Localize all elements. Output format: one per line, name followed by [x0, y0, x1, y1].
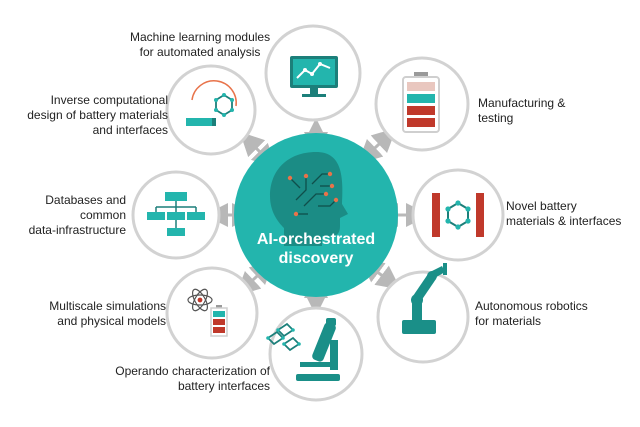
node-inverse-ring — [165, 64, 257, 156]
label-ml: Machine learning modules for automated a… — [130, 30, 270, 60]
label-operando: Operando characterization of battery int… — [115, 364, 270, 394]
monitor-chart-icon — [290, 56, 338, 97]
microscope-icon — [266, 318, 340, 381]
label-manufacturing-line-1: Manufacturing & — [478, 96, 566, 110]
label-databases-line-1: Databases and — [45, 193, 126, 207]
label-simulations-line-2: and physical models — [57, 314, 166, 328]
label-robotics: Autonomous robotics for materials — [475, 299, 588, 329]
molecule-electrodes-icon — [432, 193, 484, 237]
label-operando-line-1: Operando characterization of — [115, 364, 270, 378]
inverse-design-icon — [186, 80, 237, 126]
label-databases-line-3: data-infrastructure — [28, 223, 126, 237]
label-inverse-line-3: and interfaces — [92, 123, 168, 137]
central-hub — [234, 133, 398, 297]
robot-arm-icon — [402, 263, 447, 334]
label-simulations: Multiscale simulations and physical mode… — [49, 299, 166, 329]
label-manufacturing: Manufacturing & testing — [478, 96, 565, 126]
label-ml-line-2: for automated analysis — [139, 45, 261, 59]
center-title-line-1: AI-orchestrated — [256, 231, 376, 248]
database-tree-icon — [147, 192, 205, 236]
circuit-nodes — [287, 171, 339, 217]
label-databases: Databases and common data-infrastructure — [29, 193, 126, 238]
label-inverse: Inverse computational design of battery … — [27, 93, 168, 138]
label-robotics-line-1: Autonomous robotics — [475, 299, 588, 313]
label-databases-line-2: common — [79, 208, 126, 222]
label-materials-line-2: materials & interfaces — [506, 214, 622, 228]
label-operando-line-2: battery interfaces — [177, 379, 270, 393]
label-materials-line-1: Novel battery — [506, 199, 577, 213]
label-simulations-line-1: Multiscale simulations — [49, 299, 166, 313]
label-inverse-line-2: design of battery materials — [27, 108, 168, 122]
label-ml-line-1: Machine learning modules — [130, 30, 271, 44]
label-manufacturing-line-2: testing — [478, 111, 514, 125]
center-title-line-2: discovery — [278, 250, 354, 267]
node-robotics-ring — [376, 270, 470, 364]
label-materials: Novel battery materials & interfaces — [506, 199, 621, 229]
battery-icon — [402, 72, 440, 133]
atom-battery-icon — [187, 288, 228, 337]
label-inverse-line-1: Inverse computational — [50, 93, 168, 107]
label-robotics-line-2: for materials — [475, 314, 542, 328]
center-title: AI-orchestrated discovery — [236, 230, 396, 268]
node-materials-ring — [411, 168, 505, 262]
